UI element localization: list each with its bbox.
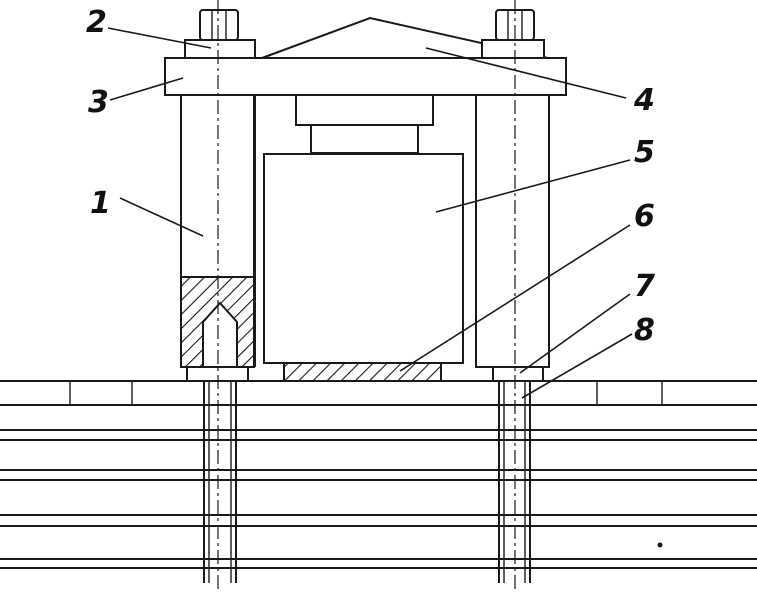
base-plate xyxy=(283,362,442,382)
reference-labels: 1 2 3 4 5 6 7 8 xyxy=(86,5,655,348)
label-3: 3 xyxy=(88,85,109,120)
specimen-block xyxy=(263,153,464,364)
label-6: 6 xyxy=(634,199,655,234)
label-5: 5 xyxy=(634,135,655,170)
ground-layers xyxy=(0,380,757,569)
label-2: 2 xyxy=(86,5,107,40)
bolt-axes xyxy=(217,0,516,590)
label-1: 1 xyxy=(90,186,111,221)
leader-lines xyxy=(107,27,633,399)
crossbeam xyxy=(164,57,567,367)
label-4: 4 xyxy=(633,83,655,118)
label-7: 7 xyxy=(634,269,655,304)
label-8: 8 xyxy=(634,313,655,348)
nut-left xyxy=(184,9,256,59)
anchor-bolt-right xyxy=(498,370,531,583)
column-right xyxy=(475,94,550,382)
press-plunger xyxy=(295,94,434,154)
nut-right xyxy=(481,9,545,59)
